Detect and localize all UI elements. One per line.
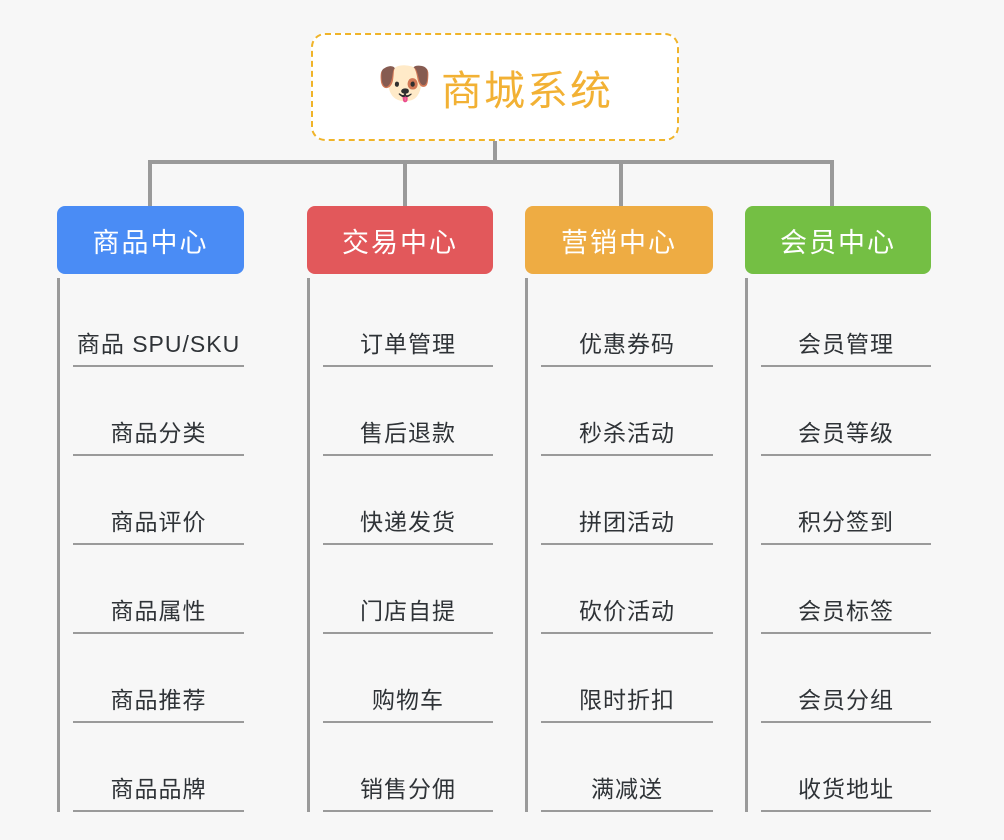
leaf-item[interactable]: 商品分类	[73, 367, 244, 456]
leaf-item[interactable]: 售后退款	[323, 367, 493, 456]
leaf-item-label: 积分签到	[798, 509, 894, 535]
leaf-item-label: 商品 SPU/SKU	[76, 331, 241, 357]
leaf-item[interactable]: 商品 SPU/SKU	[73, 278, 244, 367]
leaf-item[interactable]: 拼团活动	[541, 456, 713, 545]
leaf-item[interactable]: 会员分组	[761, 634, 931, 723]
leaf-item-label: 拼团活动	[579, 509, 675, 535]
leaf-item-label: 会员分组	[798, 687, 894, 713]
leaf-item-label: 售后退款	[360, 420, 456, 446]
leaf-item[interactable]: 收货地址	[761, 723, 931, 812]
leaf-item[interactable]: 商品属性	[73, 545, 244, 634]
root-node[interactable]: 🐶 商城系统	[311, 33, 679, 141]
leaf-item[interactable]: 秒杀活动	[541, 367, 713, 456]
leaf-item[interactable]: 购物车	[323, 634, 493, 723]
connector-drop-4	[830, 160, 834, 206]
leaf-item-label: 销售分佣	[360, 776, 456, 802]
leaf-item[interactable]: 销售分佣	[323, 723, 493, 812]
leaf-rail-2: 订单管理售后退款快递发货门店自提购物车销售分佣	[307, 278, 493, 812]
leaf-item-label: 收货地址	[798, 776, 894, 802]
leaf-item[interactable]: 订单管理	[323, 278, 493, 367]
shiba-dog-face-icon: 🐶	[377, 59, 432, 108]
leaf-item-label: 满减送	[591, 776, 663, 802]
connector-horizontal-bar	[148, 160, 833, 164]
leaf-item-label: 商品品牌	[110, 776, 207, 802]
leaf-item[interactable]: 商品推荐	[73, 634, 244, 723]
leaf-item[interactable]: 商品评价	[73, 456, 244, 545]
leaf-item-label: 优惠券码	[579, 331, 675, 357]
leaf-item[interactable]: 会员标签	[761, 545, 931, 634]
leaf-item-label: 商品推荐	[110, 687, 207, 713]
leaf-item-label: 商品分类	[110, 420, 207, 446]
leaf-item[interactable]: 限时折扣	[541, 634, 713, 723]
leaf-item-label: 商品评价	[110, 509, 207, 535]
branch-column-3: 营销中心优惠券码秒杀活动拼团活动砍价活动限时折扣满减送	[525, 206, 713, 812]
leaf-item[interactable]: 商品品牌	[73, 723, 244, 812]
connector-drop-1	[148, 160, 152, 206]
leaf-item[interactable]: 优惠券码	[541, 278, 713, 367]
category-box-1[interactable]: 商品中心	[57, 206, 244, 274]
leaf-item[interactable]: 快递发货	[323, 456, 493, 545]
connector-stem	[493, 141, 497, 163]
leaf-item[interactable]: 会员管理	[761, 278, 931, 367]
root-node-title: 商城系统	[441, 68, 613, 114]
leaf-rail-4: 会员管理会员等级积分签到会员标签会员分组收货地址	[745, 278, 931, 812]
leaf-rail-3: 优惠券码秒杀活动拼团活动砍价活动限时折扣满减送	[525, 278, 713, 812]
category-box-2[interactable]: 交易中心	[307, 206, 493, 274]
leaf-item[interactable]: 砍价活动	[541, 545, 713, 634]
branch-column-2: 交易中心订单管理售后退款快递发货门店自提购物车销售分佣	[307, 206, 493, 812]
category-box-4[interactable]: 会员中心	[745, 206, 931, 274]
leaf-item-label: 砍价活动	[579, 598, 675, 624]
leaf-item-label: 会员管理	[798, 331, 894, 357]
leaf-item-label: 订单管理	[360, 331, 456, 357]
branch-column-4: 会员中心会员管理会员等级积分签到会员标签会员分组收货地址	[745, 206, 931, 812]
connector-drop-2	[403, 160, 407, 206]
leaf-item-label: 会员等级	[798, 420, 894, 446]
leaf-item-label: 门店自提	[360, 598, 456, 624]
leaf-item-label: 快递发货	[360, 509, 456, 535]
leaf-item-label: 商品属性	[110, 598, 207, 624]
leaf-item[interactable]: 满减送	[541, 723, 713, 812]
branch-column-1: 商品中心商品 SPU/SKU 商品分类商品评价商品属性商品推荐商品品牌	[57, 206, 244, 812]
connector-drop-3	[619, 160, 623, 206]
leaf-item[interactable]: 门店自提	[323, 545, 493, 634]
leaf-item[interactable]: 积分签到	[761, 456, 931, 545]
category-box-3[interactable]: 营销中心	[525, 206, 713, 274]
leaf-item-label: 限时折扣	[579, 687, 675, 713]
leaf-item-label: 购物车	[372, 687, 444, 713]
leaf-rail-1: 商品 SPU/SKU 商品分类商品评价商品属性商品推荐商品品牌	[57, 278, 244, 812]
leaf-item-label: 秒杀活动	[579, 420, 675, 446]
leaf-item-label: 会员标签	[798, 598, 894, 624]
leaf-item[interactable]: 会员等级	[761, 367, 931, 456]
